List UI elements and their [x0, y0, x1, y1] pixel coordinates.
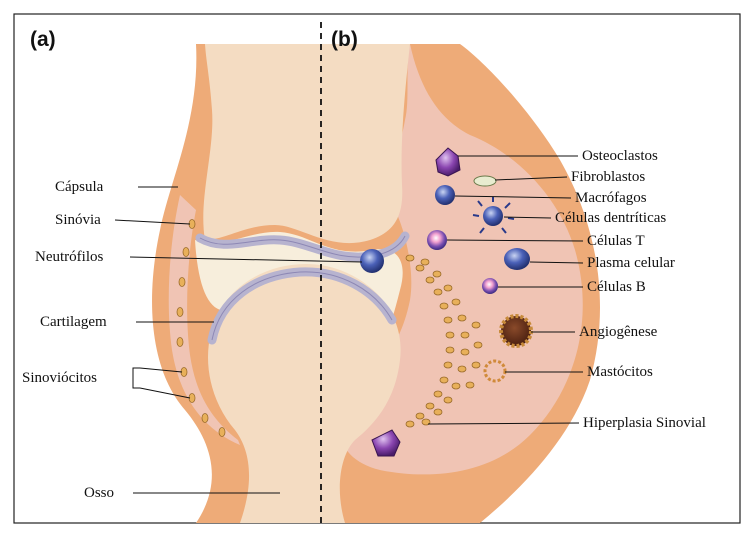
panel-b-label: (b) [331, 28, 358, 51]
label-hiperplasia: Hiperplasia Sinovial [583, 415, 706, 431]
label-plasma-celular: Plasma celular [587, 255, 675, 271]
label-neutrofilos: Neutrófilos [35, 249, 103, 265]
label-mastocitos: Mastócitos [587, 364, 653, 380]
neutrophil-cell [360, 249, 384, 273]
label-cartilagem: Cartilagem [40, 314, 107, 330]
label-osso: Osso [84, 485, 114, 501]
label-sinoviocitos: Sinoviócitos [22, 370, 97, 386]
label-celulas-dendriticas: Células dentríticas [555, 210, 666, 226]
label-fibroblastos: Fibroblastos [571, 169, 645, 185]
label-capsula: Cápsula [55, 179, 104, 195]
fibroblast-cell [474, 176, 496, 186]
mast-cell [485, 361, 505, 381]
label-celulas-b: Células B [587, 279, 646, 295]
b-cell [482, 278, 498, 294]
macrophage-cell [435, 185, 455, 205]
angiogenesis-vessel [501, 316, 531, 346]
label-osteoclastos: Osteoclastos [582, 148, 658, 164]
label-macrofagos: Macrófagos [575, 190, 647, 206]
label-sinovia: Sinóvia [55, 212, 101, 228]
label-celulas-t: Células T [587, 233, 645, 249]
label-angiogenese: Angiogênese [579, 324, 658, 340]
plasma-cell [504, 248, 530, 270]
panel-a-label: (a) [30, 28, 56, 51]
t-cell [427, 230, 447, 250]
upper-bone [203, 44, 410, 243]
